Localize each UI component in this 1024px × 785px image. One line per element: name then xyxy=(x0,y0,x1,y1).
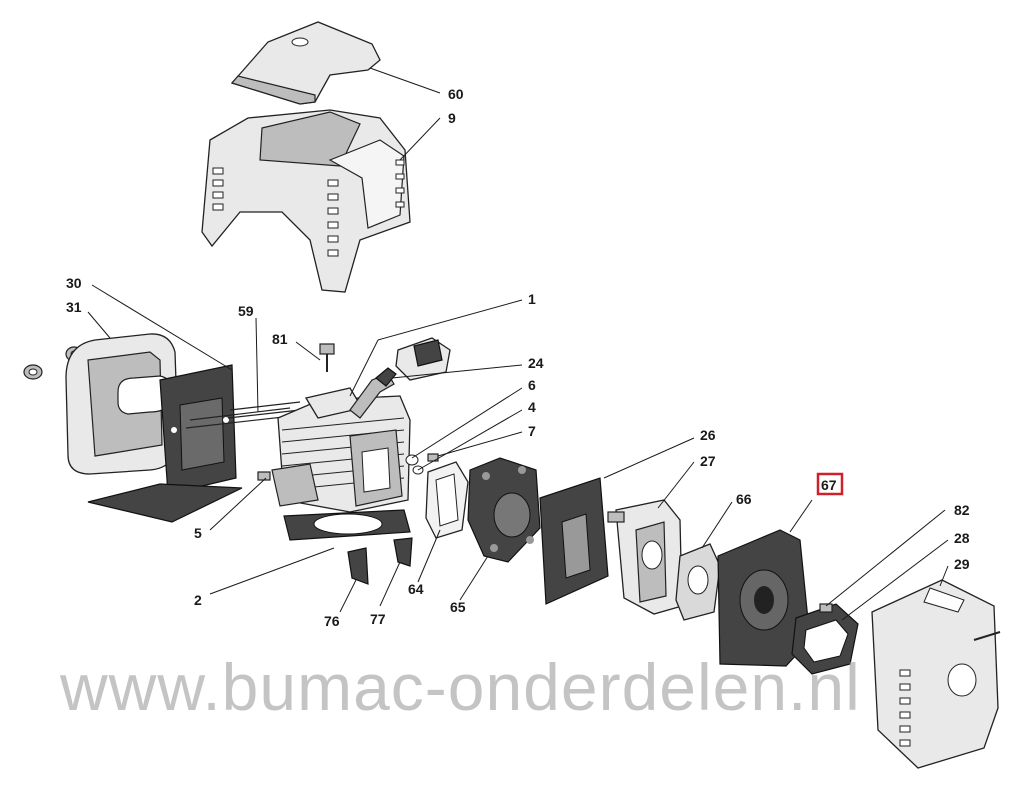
callout-66: 66 xyxy=(736,491,752,507)
callout-76: 76 xyxy=(324,613,340,629)
callout-81: 81 xyxy=(272,331,288,347)
callout-82: 82 xyxy=(954,502,970,518)
decompression-valve xyxy=(395,337,451,381)
callout-24: 24 xyxy=(528,355,544,371)
callout-59: 59 xyxy=(238,303,254,319)
watermark-text: www.bumac-onderdelen.nl xyxy=(59,650,861,724)
stud-bolts-part-59 xyxy=(185,401,301,429)
callout-77: 77 xyxy=(370,611,386,627)
engine-shroud-part-9 xyxy=(201,109,411,293)
callout-65: 65 xyxy=(450,599,466,615)
callout-5: 5 xyxy=(194,525,202,541)
callout-28: 28 xyxy=(954,530,970,546)
flat-gasket-part-26 xyxy=(539,477,609,605)
callout-60: 60 xyxy=(448,86,464,102)
highlight-box-67 xyxy=(816,472,844,496)
cylinder-part-1 xyxy=(271,387,411,513)
bearing-parts-76-77 xyxy=(347,537,413,585)
heat-shield-part-30 xyxy=(87,364,243,523)
callout-7: 7 xyxy=(528,423,536,439)
intake-manifold-part-65 xyxy=(467,457,541,563)
callout-67: 67 xyxy=(821,477,837,493)
screw-part-81 xyxy=(319,343,335,372)
carburetor-part-27 xyxy=(607,499,683,615)
air-filter-cover-part-29 xyxy=(871,579,1001,769)
callout-27: 27 xyxy=(700,453,716,469)
leader-lines xyxy=(87,67,949,621)
callout-64: 64 xyxy=(408,581,424,597)
spark-plug-part-24 xyxy=(349,367,397,419)
callout-labels: 60 9 30 31 59 81 1 24 6 4 7 26 27 66 67 … xyxy=(66,86,970,629)
top-cover-part-60 xyxy=(230,21,381,105)
muffler-part-31 xyxy=(65,333,179,475)
callout-2: 2 xyxy=(194,592,202,608)
callout-6: 6 xyxy=(528,377,536,393)
callout-29: 29 xyxy=(954,556,970,572)
intake-gasket-part-64 xyxy=(425,461,469,539)
callout-4: 4 xyxy=(528,399,536,415)
callout-31: 31 xyxy=(66,299,82,315)
callout-1: 1 xyxy=(528,291,536,307)
carburetor-gasket-part-66 xyxy=(675,543,721,621)
filter-element-part-28 xyxy=(791,603,859,675)
gasket-part-5 xyxy=(257,471,271,481)
callout-9: 9 xyxy=(448,110,456,126)
base-gasket-part-2 xyxy=(283,509,411,541)
callout-30: 30 xyxy=(66,275,82,291)
callout-26: 26 xyxy=(700,427,716,443)
